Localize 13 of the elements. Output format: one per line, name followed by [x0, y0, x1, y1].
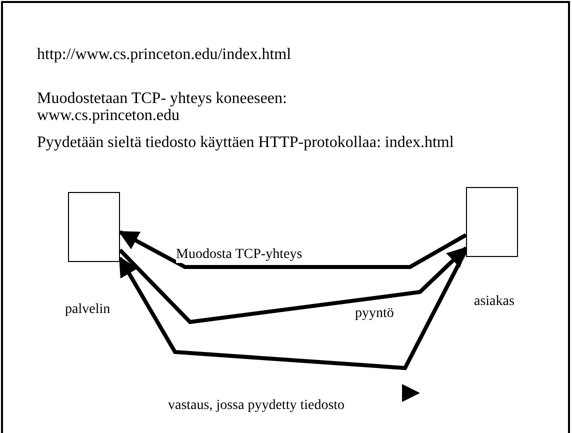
node-caption: asiakas	[474, 294, 514, 310]
edge-label: Muodosta TCP-yhteys	[176, 247, 302, 263]
text-line: http://www.cs.princeton.edu/index.html	[37, 46, 292, 63]
node-caption: palvelin	[65, 302, 110, 318]
edge-label: vastaus, jossa pyydetty tiedosto	[168, 398, 345, 414]
text-line: Muodostetaan TCP- yhteys koneeseen: www.cs.princeton.edu	[37, 90, 288, 124]
arrow	[118, 230, 467, 269]
edge-label: pyyntö	[355, 306, 394, 322]
node-box	[466, 187, 518, 257]
text-line: Pyydetään sieltä tiedosto käyttäen HTTP-protokollaa: index.html	[37, 134, 455, 151]
arrow	[118, 246, 468, 324]
node-box	[68, 192, 120, 262]
arrow	[118, 249, 468, 370]
